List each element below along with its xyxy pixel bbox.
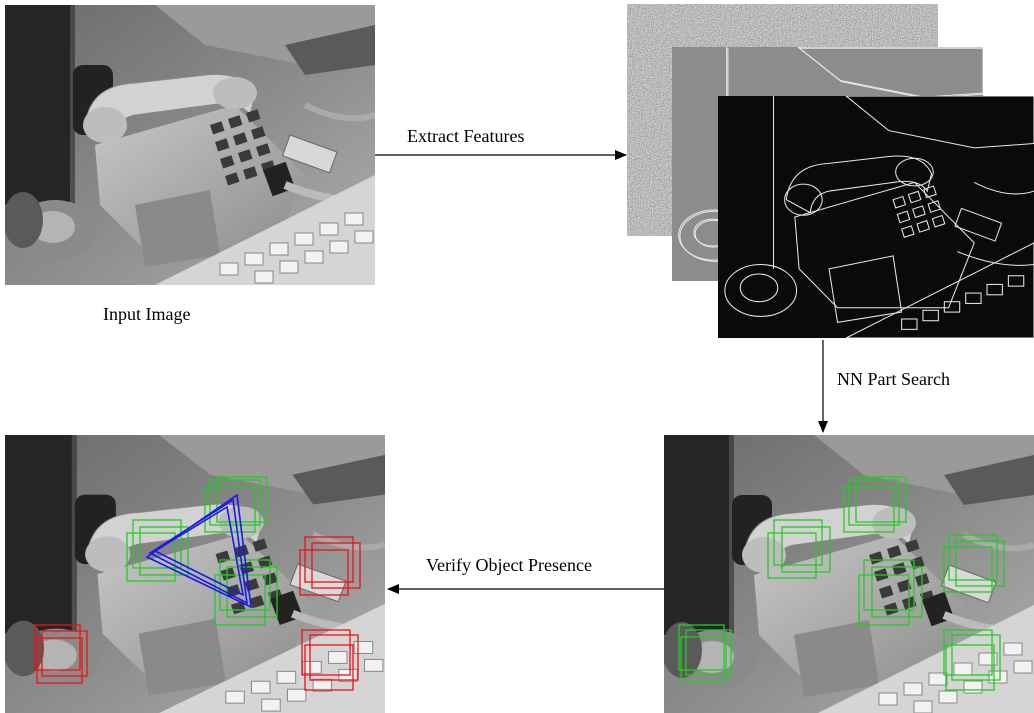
- part-search-result-image: [664, 435, 1034, 713]
- input-image-label: Input Image: [103, 304, 191, 324]
- red-rejected-boxes: [34, 536, 361, 691]
- green-part-boxes: [126, 476, 278, 626]
- nn-part-search-label: NN Part Search: [837, 369, 950, 389]
- feature-map-edge: [718, 96, 1034, 338]
- verify-object-presence-label: Verify Object Presence: [426, 555, 592, 575]
- blue-verification-triangle: [145, 493, 252, 609]
- verified-object-image: [5, 435, 385, 713]
- extract-features-label: Extract Features: [407, 126, 525, 146]
- green-part-boxes: [678, 476, 1005, 691]
